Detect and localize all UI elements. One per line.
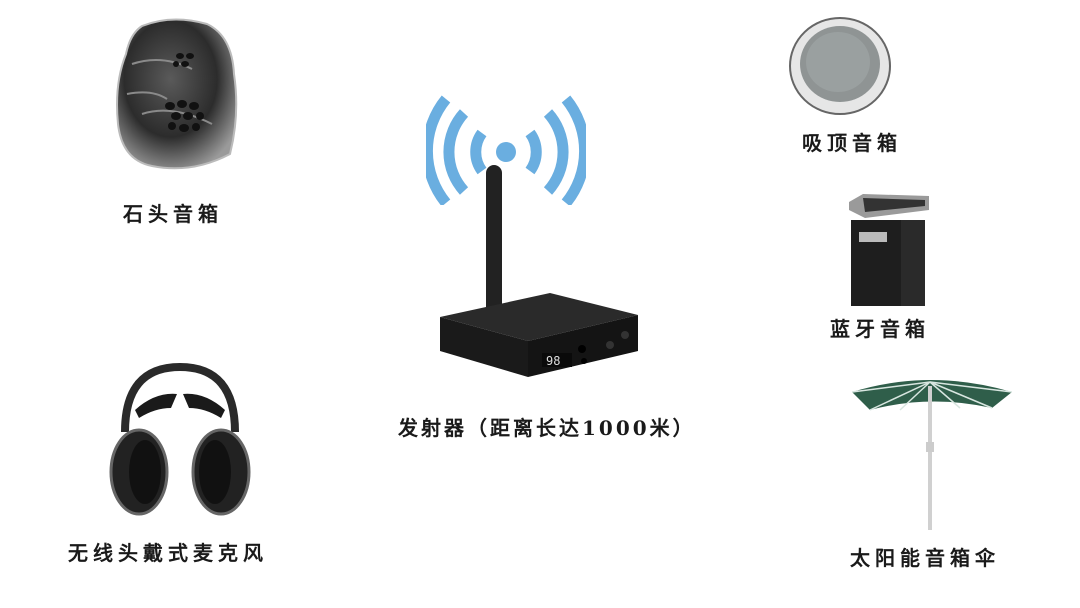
rock-speaker-icon — [116, 18, 238, 170]
transmitter-item: 98 — [420, 95, 650, 380]
umbrella-label: 太阳能音箱伞 — [850, 546, 1000, 570]
transmitter-label: 发射器（距离长达1000米） — [398, 416, 696, 440]
headset-icon — [109, 362, 251, 516]
headset-item — [105, 362, 255, 517]
rock-speaker-item — [112, 14, 242, 174]
svg-text:98: 98 — [546, 354, 560, 368]
headset-label: 无线头戴式麦克风 — [68, 541, 268, 565]
ceiling-speaker-icon — [789, 17, 891, 115]
ceiling-speaker-item — [788, 16, 898, 116]
bluetooth-speaker-icon — [849, 194, 929, 306]
transmitter-icon: 98 — [440, 165, 638, 377]
bluetooth-speaker-item — [845, 192, 935, 307]
wifi-signal-icon — [426, 95, 586, 205]
umbrella-item — [850, 372, 1015, 532]
led-display: 98 — [542, 353, 572, 368]
ceiling-speaker-label: 吸顶音箱 — [802, 131, 902, 155]
bluetooth-speaker-label: 蓝牙音箱 — [830, 317, 930, 341]
rock-speaker-label: 石头音箱 — [123, 202, 223, 226]
umbrella-icon — [851, 380, 1013, 530]
